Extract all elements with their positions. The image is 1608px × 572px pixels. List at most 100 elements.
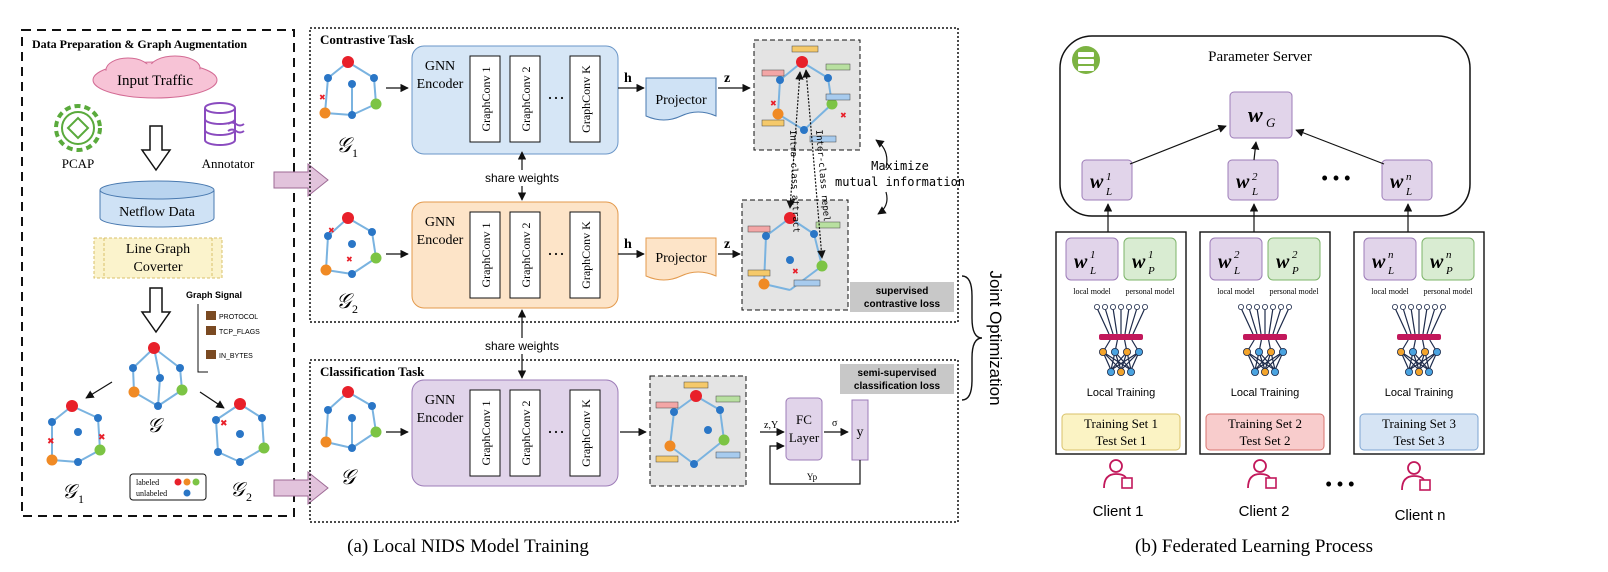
graph-g — [128, 342, 188, 410]
view-g2-graph: ✖ ✖ — [320, 212, 382, 278]
annotator-label: Annotator — [202, 156, 255, 171]
svg-text:Test Set 1: Test Set 1 — [1095, 433, 1146, 448]
client-user-icons — [1103, 459, 1431, 491]
svg-text:✖: ✖ — [792, 267, 799, 276]
signal-list: PROTOCOL TCP_FLAGS IN_BYTES — [206, 311, 260, 360]
conv-dots: ··· — [547, 88, 565, 108]
encoder2-line2: Encoder — [417, 233, 464, 248]
encoder3-line2: Encoder — [417, 411, 464, 426]
graph-g2-left: ✖ — [212, 398, 270, 466]
server-local-weights — [1081, 159, 1433, 201]
convk-label: GraphConv K — [579, 65, 593, 133]
global-weight-box — [1229, 91, 1293, 139]
model-captions: local model personal model local model p… — [1073, 287, 1473, 296]
classification-panel — [309, 359, 959, 523]
svg-text:personal model: personal model — [1423, 287, 1473, 296]
cube-icon — [206, 326, 216, 335]
yp-label: Yp — [807, 472, 818, 482]
neural-network-icon — [1238, 303, 1293, 376]
conv-dots: ··· — [547, 244, 565, 264]
contrastive-loss-line2: contrastive loss — [864, 299, 941, 310]
legend-unlabeled: unlabeled — [136, 489, 167, 498]
legend-labeled: labeled — [136, 478, 159, 487]
graphconv-stack-2: GraphConv 1 GraphConv 2 GraphConv K ··· — [469, 211, 601, 299]
server-dots: • • • — [1322, 168, 1351, 188]
svg-text:Training Set 3: Training Set 3 — [1382, 416, 1456, 431]
contrastive-loss-line1: supervised — [876, 286, 929, 297]
neural-network-icon — [1392, 303, 1447, 376]
fc-line1: FC — [796, 412, 812, 427]
view-g2-sub: 2 — [352, 302, 358, 316]
wg-sub: G — [1266, 115, 1276, 130]
fc-layer — [785, 397, 823, 461]
down-arrow-2 — [140, 287, 172, 334]
dataset-labels: Training Set 1 Test Set 1 Training Set 2… — [1084, 416, 1456, 448]
view-g2-label: 𝒢 — [336, 289, 354, 313]
client-2-label: Client 2 — [1239, 503, 1290, 520]
converter-line2: Coverter — [134, 260, 183, 275]
svg-text:L: L — [1387, 265, 1394, 277]
wln-label: w — [1390, 171, 1404, 193]
g2-left-sub: 2 — [246, 490, 252, 504]
share-weights-1: share weights — [485, 171, 559, 185]
signal-in-bytes: IN_BYTES — [219, 353, 253, 360]
svg-text:w: w — [1218, 251, 1232, 273]
signal-tcp-flags: TCP_FLAGS — [219, 329, 260, 336]
cube-icon — [206, 311, 216, 320]
encoder1-line1: GNN — [425, 59, 455, 74]
z-label-1: z — [724, 71, 730, 86]
z-label-2: z — [724, 237, 730, 252]
svg-text:w: w — [1132, 251, 1146, 273]
contrastive-loss-box — [850, 282, 954, 312]
client-1-label: Client 1 — [1093, 503, 1144, 520]
user-icon — [1103, 459, 1133, 489]
projector2-label: Projector — [655, 251, 707, 266]
wl2-sup: 2 — [1252, 171, 1258, 183]
svg-text:✖: ✖ — [319, 93, 326, 102]
client-column-n — [1353, 231, 1485, 455]
svg-text:n: n — [1388, 249, 1394, 261]
fc-line2: Layer — [789, 430, 820, 445]
convk-label: GraphConv K — [579, 221, 593, 289]
contrastive-title: Contrastive Task — [320, 32, 415, 47]
svg-text:1: 1 — [1090, 249, 1096, 261]
svg-text:✖: ✖ — [98, 432, 106, 442]
input-traffic-label: Input Traffic — [117, 73, 193, 89]
cube-icon — [206, 350, 216, 359]
svg-text:Local Training: Local Training — [1087, 387, 1156, 399]
feedback-arrow — [769, 441, 861, 485]
svg-text:✖: ✖ — [47, 436, 55, 446]
flow-arrow-contrastive — [273, 162, 329, 198]
embedding-graph-3 — [655, 381, 741, 468]
conv2-label: GraphConv 2 — [519, 67, 533, 132]
share-weights-2: share weights — [485, 339, 559, 353]
classification-loss-line1: semi-supervised — [858, 368, 937, 379]
svg-text:P: P — [1445, 265, 1453, 277]
h-label-2: h — [624, 237, 632, 252]
projector-1 — [645, 77, 717, 121]
svg-text:Local Training: Local Training — [1231, 387, 1300, 399]
svg-text:local model: local model — [1371, 287, 1409, 296]
line-graph-converter — [93, 237, 223, 279]
svg-text:✖: ✖ — [220, 418, 228, 428]
joint-brace — [961, 275, 983, 401]
svg-text:P: P — [1147, 265, 1155, 277]
wl2-label: w — [1236, 171, 1250, 193]
server-icon — [1072, 46, 1100, 74]
netflow-cylinder: Netflow Data — [99, 180, 215, 228]
svg-text:w: w — [1430, 251, 1444, 273]
sigma-label: σ — [832, 418, 838, 429]
conv2-label: GraphConv 2 — [519, 401, 533, 466]
netflow-label: Netflow Data — [119, 205, 196, 220]
local-training-labels: Local Training Local Training Local Trai… — [1087, 387, 1454, 399]
pcap-gear-icon — [54, 104, 102, 152]
svg-text:w: w — [1074, 251, 1088, 273]
graph-signal-title: Graph Signal — [186, 290, 242, 300]
wln-sub: L — [1405, 186, 1412, 198]
wl2-sub: L — [1251, 186, 1258, 198]
caption-b: (b) Federated Learning Process — [1135, 536, 1373, 557]
g1-left-sub: 1 — [78, 492, 84, 506]
wl1-label: w — [1090, 171, 1104, 193]
svg-text:Training Set 1: Training Set 1 — [1084, 416, 1158, 431]
